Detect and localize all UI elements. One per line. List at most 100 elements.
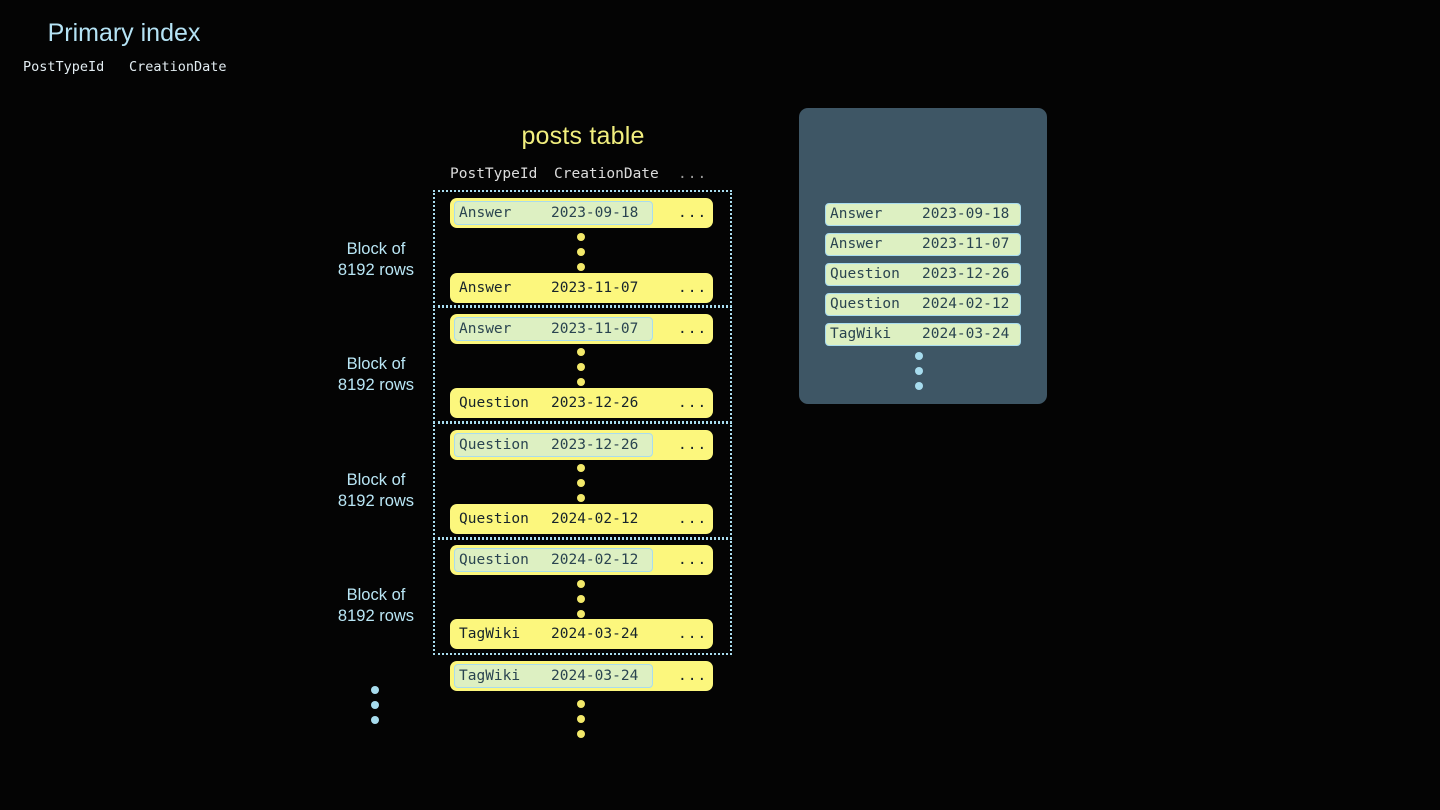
primary-index-panel	[799, 108, 1047, 404]
cell-creationdate: 2024-03-24	[551, 626, 639, 642]
index-cell-creationdate: 2023-11-07	[922, 236, 1010, 252]
table-row[interactable]: Question 2024-02-12 ...	[450, 504, 713, 534]
index-cell-posttypeid: TagWiki	[830, 326, 892, 342]
index-row[interactable]: Question 2024-02-12	[825, 293, 1021, 316]
cell-creationdate: 2024-03-24	[551, 668, 639, 684]
dot	[371, 716, 379, 724]
row-gap-ellipsis-dots	[577, 464, 587, 509]
column-header-more-ellipsis: ...	[678, 166, 708, 182]
row-highlight-box	[454, 433, 653, 457]
table-row[interactable]: Question 2023-12-26 ...	[450, 430, 713, 460]
dot	[577, 715, 585, 723]
table-row[interactable]: Question 2023-12-26 ...	[450, 388, 713, 418]
dot	[371, 686, 379, 694]
cell-posttypeid: Question	[459, 511, 529, 527]
index-cell-posttypeid: Answer	[830, 206, 883, 222]
index-column-header-creationdate: CreationDate	[129, 59, 227, 75]
dot	[915, 382, 923, 390]
block-1-label-line2: 8192 rows	[337, 261, 415, 279]
block-1-label-line1: Block of	[346, 240, 406, 258]
dot	[577, 595, 585, 603]
row-gap-ellipsis-dots	[577, 348, 587, 393]
cell-creationdate: 2023-12-26	[551, 437, 639, 453]
table-row[interactable]: Answer 2023-11-07 ...	[450, 314, 713, 344]
cell-posttypeid: Answer	[459, 205, 512, 221]
cell-creationdate: 2024-02-12	[551, 511, 639, 527]
table-row[interactable]: Question 2024-02-12 ...	[450, 545, 713, 575]
dot	[577, 580, 585, 588]
cell-posttypeid: TagWiki	[459, 626, 521, 642]
index-cell-posttypeid: Question	[830, 266, 900, 282]
index-cell-creationdate: 2023-09-18	[922, 206, 1010, 222]
cell-more-ellipsis: ...	[678, 205, 708, 221]
block-2-label-line1: Block of	[346, 355, 406, 373]
block-2-label: Block of 8192 rows	[301, 354, 451, 396]
index-cell-creationdate: 2023-12-26	[922, 266, 1010, 282]
table-row[interactable]: Answer 2023-11-07 ...	[450, 273, 713, 303]
row-highlight-box	[454, 664, 653, 688]
primary-index-title: Primary index	[47, 19, 201, 47]
dot	[577, 479, 585, 487]
table-row[interactable]: Answer 2023-09-18 ...	[450, 198, 713, 228]
table-row[interactable]: TagWiki 2024-03-24 ...	[450, 619, 713, 649]
column-header-posttypeid: PostTypeId	[450, 166, 538, 182]
cell-more-ellipsis: ...	[678, 437, 708, 453]
block-1-label: Block of 8192 rows	[301, 239, 451, 281]
dot	[577, 233, 585, 241]
block-4	[433, 538, 732, 655]
index-cell-creationdate: 2024-02-12	[922, 296, 1010, 312]
index-row[interactable]: Question 2023-12-26	[825, 263, 1021, 286]
index-row[interactable]: Answer 2023-11-07	[825, 233, 1021, 256]
dot	[577, 730, 585, 738]
row-gap-ellipsis-dots	[577, 233, 587, 278]
dot	[577, 610, 585, 618]
cell-posttypeid: TagWiki	[459, 668, 521, 684]
dot	[577, 464, 585, 472]
index-cell-posttypeid: Answer	[830, 236, 883, 252]
dot	[577, 494, 585, 502]
row-gap-ellipsis-dots	[577, 580, 587, 625]
cell-posttypeid: Answer	[459, 321, 512, 337]
block-4-label: Block of 8192 rows	[301, 585, 451, 627]
cell-posttypeid: Answer	[459, 280, 512, 296]
block-4-label-line2: 8192 rows	[337, 607, 415, 625]
dot	[915, 352, 923, 360]
cell-creationdate: 2024-02-12	[551, 552, 639, 568]
cell-creationdate: 2023-11-07	[551, 321, 639, 337]
block-4-label-line1: Block of	[346, 586, 406, 604]
cell-creationdate: 2023-09-18	[551, 205, 639, 221]
cell-more-ellipsis: ...	[678, 511, 708, 527]
dot	[577, 348, 585, 356]
cell-more-ellipsis: ...	[678, 280, 708, 296]
index-cell-creationdate: 2024-03-24	[922, 326, 1010, 342]
dot	[577, 378, 585, 386]
dot	[577, 263, 585, 271]
cell-more-ellipsis: ...	[678, 626, 708, 642]
block-2-label-line2: 8192 rows	[337, 376, 415, 394]
cell-posttypeid: Question	[459, 552, 529, 568]
index-column-header-posttypeid: PostTypeId	[23, 59, 105, 75]
primary-index-column-headers: PostTypeId CreationDate	[23, 59, 228, 79]
block-3-label-line1: Block of	[346, 471, 406, 489]
cell-more-ellipsis: ...	[678, 321, 708, 337]
cell-more-ellipsis: ...	[678, 395, 708, 411]
cell-more-ellipsis: ...	[678, 668, 708, 684]
index-cell-posttypeid: Question	[830, 296, 900, 312]
table-row-trailing[interactable]: TagWiki 2024-03-24 ...	[450, 661, 713, 691]
block-3-label: Block of 8192 rows	[301, 470, 451, 512]
table-continues-ellipsis-dots	[577, 700, 587, 745]
dot	[371, 701, 379, 709]
index-row[interactable]: TagWiki 2024-03-24	[825, 323, 1021, 346]
row-highlight-box	[454, 317, 653, 341]
row-highlight-box	[454, 548, 653, 572]
posts-table-title: posts table	[521, 122, 645, 150]
row-highlight-box	[454, 201, 653, 225]
index-row[interactable]: Answer 2023-09-18	[825, 203, 1021, 226]
index-continues-ellipsis-dots	[915, 352, 925, 397]
block-3-label-line2: 8192 rows	[337, 492, 415, 510]
cell-creationdate: 2023-11-07	[551, 280, 639, 296]
column-header-creationdate: CreationDate	[554, 166, 659, 182]
cell-more-ellipsis: ...	[678, 552, 708, 568]
blocks-continue-ellipsis-dots	[371, 686, 381, 731]
